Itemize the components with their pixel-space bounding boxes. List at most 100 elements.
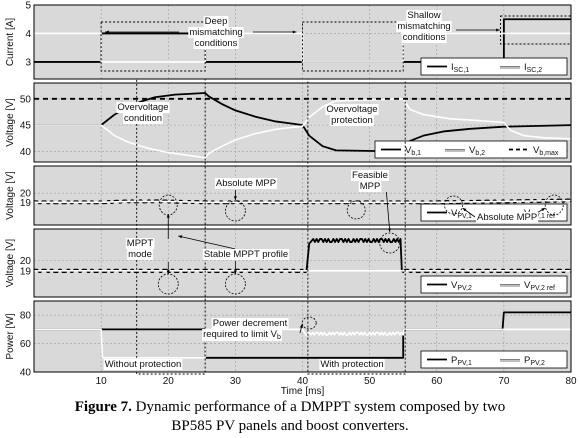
caption-line-2: BP585 PV panels and boost converters. [171, 418, 409, 434]
legend-label-current-1: ISC,2 [524, 62, 542, 74]
annotation-arrowhead-0 [105, 30, 109, 34]
legend-label-power-0: PPV,1 [451, 355, 472, 367]
series-voltage-bus-1 [34, 98, 572, 159]
legend-label-voltage-bus-1-main: V [469, 145, 476, 156]
annotation-absolute-mpp: Absolute MPP [216, 178, 276, 189]
legend-label-power-0-sub: PV,1 [457, 360, 472, 367]
panel-frame-voltage-pv2 [33, 228, 572, 298]
legend-label-voltage-pv2-0: VPV,2 [451, 280, 472, 292]
panel-frame-power [33, 300, 572, 373]
series-power-1 [34, 328, 571, 359]
annotation-arrowhead-8 [166, 270, 170, 274]
legend-label-voltage-bus-0: Vb,1 [405, 145, 421, 157]
label-backing [214, 178, 278, 189]
annotation-feasible-2: MPP [360, 181, 381, 192]
ylabel-voltage-bus: Voltage [V] [5, 98, 16, 147]
legend-label-current-0: ISC,1 [451, 62, 469, 74]
legend-label-voltage-bus-0-main: V [405, 145, 412, 156]
label-backing [125, 238, 155, 249]
xtick-label-5: 60 [431, 376, 443, 387]
ytick-label-current-0: 3 [25, 57, 31, 68]
annotation-arrowhead-5 [462, 208, 467, 212]
figure-caption: Figure 7. Dynamic performance of a DMPPT… [0, 398, 580, 436]
mpp-circle-4 [444, 195, 463, 215]
legend-label-voltage-pv2-0-sub: PV,2 [457, 285, 472, 292]
ytick-label-voltage-pv1-1: 20 [20, 189, 32, 200]
mpp-circle-5 [544, 194, 564, 216]
series-voltage-pv1-1 [34, 199, 572, 204]
label-backing [203, 16, 229, 27]
annotation-arrowhead-1 [292, 30, 297, 34]
series-voltage-pv2-0 [34, 238, 572, 273]
panel-frame-voltage-pv1 [33, 165, 572, 226]
region-box-1 [302, 21, 404, 72]
label-backing [127, 249, 153, 260]
ytick-label-current-1: 4 [25, 29, 31, 40]
legend-label-current-0-sub: SC,1 [454, 67, 470, 74]
chart-labels: Deep mismatching conditions Shallow mism… [103, 10, 539, 370]
annotation-overvoltage-protection-1: Overvoltage [326, 104, 377, 115]
label-backing [193, 38, 239, 49]
annotation-without-protection: Without protection [105, 359, 182, 370]
legend-label-voltage-bus-2-main: V [533, 145, 540, 156]
annotation-arrowhead-10 [178, 235, 183, 239]
annotation-deep-3: conditions [195, 38, 238, 49]
mpp-circle-3 [379, 232, 401, 254]
legend-label-voltage-pv2-1-sub: PV,2 ref [530, 285, 555, 292]
annotation-arrowhead-7 [166, 214, 170, 218]
xtick-label-0: 10 [96, 376, 108, 387]
legend-label-current-1-sub: SC,2 [527, 67, 543, 74]
ytick-label-current-2: 5 [25, 1, 31, 12]
legend-label-power-1-main: P [524, 355, 530, 366]
ytick-label-power-1: 60 [20, 339, 32, 350]
annotation-overvoltage-condition-1: Overvoltage [117, 102, 168, 113]
label-backing [358, 181, 382, 192]
annotation-arrowhead-2 [496, 28, 500, 32]
label-backing [211, 318, 289, 329]
xtick-label-7: 80 [565, 376, 577, 387]
legend-label-current-0-main: I [451, 62, 454, 73]
xtick-label-1: 20 [163, 376, 175, 387]
annotation-with-protection: With protection [320, 359, 383, 370]
label-backing [103, 359, 183, 370]
label-backing [406, 10, 442, 21]
legend-label-voltage-pv1-1-sub: PV,1 ref [530, 213, 555, 220]
annotation-arrow-10 [178, 235, 236, 250]
legend-label-voltage-bus-2-sub: b,max [539, 150, 559, 157]
annotation-decrement-2-main: required to limit V [203, 329, 278, 340]
label-backing [319, 359, 385, 370]
ytick-label-voltage-bus-2: 50 [20, 94, 32, 105]
legend-label-voltage-pv1-0: VPV,1 [451, 208, 472, 220]
label-backing [330, 115, 374, 126]
legend-label-voltage-pv1-0-main: V [451, 208, 458, 219]
annotation-deep-2: mismatching [189, 27, 242, 38]
label-backing [122, 113, 164, 124]
legend-box-voltage-bus [374, 140, 568, 159]
xtick-label-6: 70 [498, 376, 510, 387]
legend-label-power-0-main: P [451, 355, 457, 366]
annotation-decrement-2: required to limit Vb [203, 329, 281, 341]
annotation-overvoltage-condition-2: condition [124, 113, 162, 124]
mpp-circle-1 [224, 200, 246, 222]
legend-label-voltage-pv1-0-sub: PV,1 [457, 213, 472, 220]
ytick-label-voltage-bus-1: 45 [20, 121, 32, 132]
legend-box-current [420, 57, 568, 76]
region-box-4 [307, 78, 406, 375]
region-box-2 [500, 15, 572, 45]
ylabel-voltage-pv1: Voltage [V] [5, 171, 16, 220]
annotation-decrement-1: Power decrement [213, 318, 288, 329]
xtick-label-3: 40 [297, 376, 309, 387]
label-backing [116, 102, 170, 113]
legend-label-power-1: PPV,2 [524, 355, 545, 367]
legend-label-voltage-bus-0-sub: b,1 [411, 150, 421, 157]
caption-line-1: Figure 7. Dynamic performance of a DMPPT… [0, 398, 580, 417]
xtick-label-4: 50 [364, 376, 376, 387]
ytick-label-voltage-pv2-0: 19 [20, 266, 32, 277]
legend-label-voltage-bus-2: Vb,max [533, 145, 559, 157]
legend-label-voltage-bus-1-sub: b,2 [475, 150, 485, 157]
